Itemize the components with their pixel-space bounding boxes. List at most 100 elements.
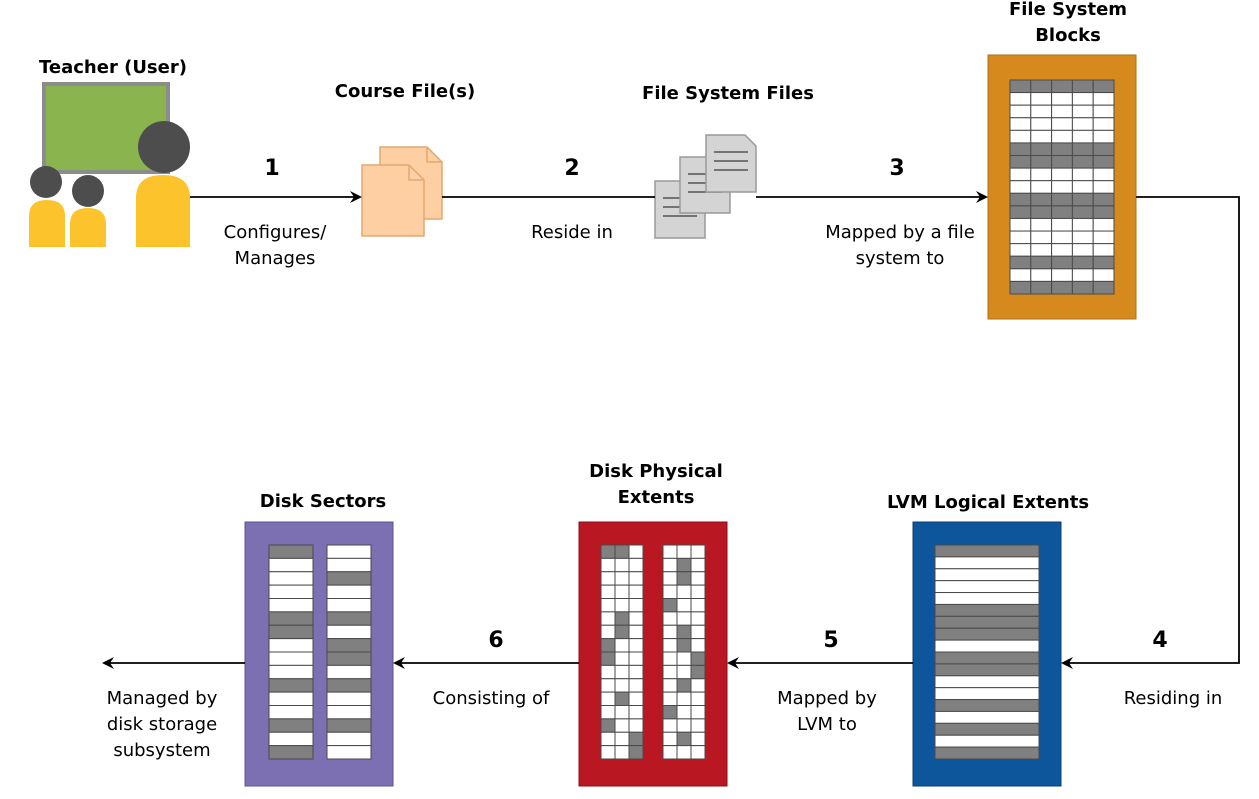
storage-cell bbox=[1051, 92, 1073, 106]
storage-cell bbox=[662, 584, 678, 599]
storage-cell bbox=[934, 699, 1040, 712]
storage-cell bbox=[934, 746, 1040, 760]
storage-cell bbox=[600, 638, 616, 653]
student-head-left bbox=[30, 166, 62, 198]
storage-cell bbox=[1009, 280, 1032, 295]
storage-cell bbox=[1071, 243, 1094, 257]
storage-cell bbox=[600, 664, 616, 680]
storage-cell bbox=[326, 731, 372, 747]
storage-cell bbox=[690, 705, 706, 720]
storage-cell bbox=[1092, 192, 1115, 207]
storage-cell bbox=[1009, 243, 1032, 257]
storage-cell bbox=[268, 651, 314, 666]
storage-cell bbox=[662, 544, 678, 559]
storage-cell bbox=[614, 664, 630, 680]
storage-cell bbox=[1071, 117, 1094, 131]
storage-cell bbox=[1092, 280, 1115, 295]
storage-cell bbox=[628, 584, 644, 599]
step-number-6: 6 bbox=[488, 628, 504, 653]
storage-cell bbox=[628, 544, 644, 559]
course-files-icon bbox=[361, 146, 443, 237]
storage-cell bbox=[1071, 180, 1094, 194]
storage-cell bbox=[1051, 155, 1073, 169]
storage-cell bbox=[1051, 192, 1073, 207]
storage-cell bbox=[676, 624, 692, 640]
storage-cell bbox=[676, 571, 692, 586]
storage-cell bbox=[690, 611, 706, 626]
step-number-4: 4 bbox=[1152, 628, 1168, 653]
storage-cell bbox=[600, 718, 616, 733]
storage-cell bbox=[1030, 192, 1053, 207]
storage-cell bbox=[676, 611, 692, 626]
student-body-left bbox=[29, 200, 65, 247]
storage-cell bbox=[1009, 142, 1032, 157]
storage-cell bbox=[676, 678, 692, 693]
storage-cell bbox=[1092, 217, 1115, 232]
storage-cell bbox=[1051, 205, 1073, 219]
storage-cell bbox=[268, 678, 314, 693]
storage-cell bbox=[676, 544, 692, 559]
storage-cell bbox=[690, 571, 706, 586]
storage-cell bbox=[326, 705, 372, 720]
storage-cell bbox=[1009, 104, 1032, 119]
storage-cell bbox=[1092, 167, 1115, 182]
storage-cell bbox=[1092, 92, 1115, 106]
storage-cell bbox=[1030, 155, 1053, 169]
storage-cell bbox=[1030, 230, 1053, 245]
storage-cell bbox=[690, 651, 706, 666]
storage-cell bbox=[676, 651, 692, 666]
student-head-right bbox=[72, 175, 104, 207]
storage-cell bbox=[1092, 79, 1115, 94]
storage-cell bbox=[690, 745, 706, 760]
storage-cell bbox=[1051, 142, 1073, 157]
storage-cell bbox=[1071, 155, 1094, 169]
storage-cell bbox=[676, 584, 692, 599]
storage-cell bbox=[614, 705, 630, 720]
storage-cell bbox=[628, 571, 644, 586]
storage-cell bbox=[600, 598, 616, 613]
edge-label-6: Consisting of bbox=[432, 688, 550, 709]
lvm-extents-box bbox=[912, 521, 1062, 787]
storage-cell bbox=[1092, 205, 1115, 219]
storage-cell bbox=[1009, 92, 1032, 106]
storage-cell bbox=[268, 624, 314, 640]
storage-cell bbox=[1071, 280, 1094, 295]
storage-cell bbox=[1071, 217, 1094, 232]
storage-cell bbox=[326, 624, 372, 640]
edge-label-out: Managed by disk storage subsystem bbox=[106, 688, 218, 761]
storage-cell bbox=[934, 592, 1040, 605]
storage-cell bbox=[1009, 255, 1032, 270]
storage-cell bbox=[326, 638, 372, 653]
storage-cell bbox=[1092, 117, 1115, 131]
storage-cell bbox=[934, 568, 1040, 582]
storage-cell bbox=[326, 544, 372, 559]
node-lvm-title: LVM Logical Extents bbox=[886, 492, 1090, 513]
storage-cell bbox=[1030, 92, 1053, 106]
storage-cell bbox=[326, 678, 372, 693]
storage-cell bbox=[326, 664, 372, 680]
storage-cell bbox=[268, 544, 314, 559]
storage-cell bbox=[934, 687, 1040, 701]
storage-cell bbox=[628, 731, 644, 747]
storage-cell bbox=[1009, 167, 1032, 182]
storage-cell bbox=[1092, 104, 1115, 119]
storage-cell bbox=[690, 664, 706, 680]
storage-cell bbox=[628, 557, 644, 573]
storage-cell bbox=[614, 598, 630, 613]
node-fs-files-title: File System Files bbox=[642, 83, 814, 104]
storage-cell bbox=[1009, 180, 1032, 194]
storage-cell bbox=[1009, 129, 1032, 144]
storage-cell bbox=[934, 734, 1040, 748]
storage-cell bbox=[934, 627, 1040, 641]
fs-blocks-box bbox=[987, 54, 1137, 320]
storage-cell bbox=[1071, 230, 1094, 245]
disk-sectors-box bbox=[244, 521, 394, 787]
storage-cell bbox=[1071, 142, 1094, 157]
storage-cell bbox=[1030, 167, 1053, 182]
storage-cell bbox=[268, 664, 314, 680]
node-disk-sectors-title: Disk Sectors bbox=[259, 491, 387, 512]
storage-cell bbox=[600, 651, 616, 666]
storage-cell bbox=[662, 678, 678, 693]
storage-cell bbox=[934, 639, 1040, 653]
storage-cell bbox=[662, 718, 678, 733]
